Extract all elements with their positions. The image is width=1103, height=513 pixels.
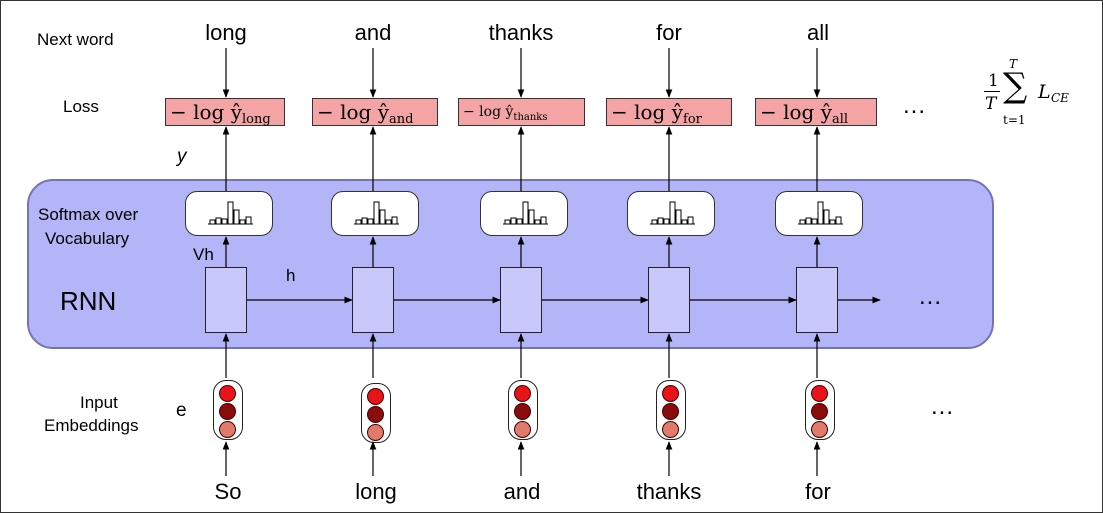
vh-label: Vh [193,245,214,264]
y-label: y [177,146,187,167]
softmax-box [331,191,419,236]
embedding-unit [367,406,384,423]
next-word: for [656,20,682,45]
sum-lower-limit: t=1 [1003,113,1026,127]
histogram-icon [332,200,418,226]
histogram-icon [186,200,272,226]
embedding-unit [514,385,531,402]
input-word: and [503,479,541,504]
loss-term: − log ŷlong [165,98,285,127]
softmax-box [185,191,273,236]
loss-term: − log ŷfor [606,98,732,127]
formula-denominator: T [985,94,997,114]
next-word: all [806,20,830,45]
histogram-icon [481,200,567,226]
sum-symbol: ∑ [1003,66,1028,106]
embedding-unit [811,403,828,420]
rnn-label: RNN [60,286,117,316]
next-word: long [205,20,247,45]
embedding-vector [805,380,835,440]
input-word: for [805,479,831,504]
h-label: h [286,266,296,285]
rnn-cell [205,267,247,333]
sum-upper-limit: T [1009,57,1018,71]
rnn-ellipsis: ... [919,283,943,310]
embedding-unit [514,421,531,438]
rnn-cell [796,267,838,333]
fraction-bar [984,91,1000,92]
loss-ellipsis: ... [903,92,927,119]
embedding-unit [811,385,828,402]
embedding-unit [811,421,828,438]
input-label-line1: Input [80,393,118,412]
softmax-box [627,191,715,236]
embedding-unit [662,421,679,438]
loss-term: − log ŷthanks [458,98,585,126]
histogram-icon [776,200,862,226]
input-word: So [214,479,242,504]
loss-term: − log ŷand [312,98,438,127]
embedding-unit [219,403,236,420]
input-ellipsis: ... [931,393,955,420]
next-word: and [354,20,392,45]
formula-numerator: 1 [988,71,999,91]
input-word: long [355,479,397,504]
average-loss-formula: 1 T T ∑ t=1 L CE [982,57,1092,127]
loss-term: − log ŷall [755,98,877,127]
loss-label: Loss [63,97,99,116]
embedding-unit [367,424,384,441]
embedding-vector [361,383,391,443]
loss-term-subscript: CE [1051,91,1069,105]
softmax-box [775,191,863,236]
embedding-unit [367,388,384,405]
embedding-unit [219,385,236,402]
embedding-vector [656,380,686,440]
softmax-label-line1: Softmax over [38,205,139,224]
input-word: thanks [636,479,702,504]
embedding-vector [508,380,538,440]
e-label: e [176,400,187,421]
embedding-unit [219,421,236,438]
embedding-unit [662,385,679,402]
softmax-label-line2: Vocabulary [45,229,130,248]
embedding-vector [213,380,243,440]
histogram-icon [628,200,714,226]
next-word-label: Next word [37,30,114,49]
softmax-box [480,191,568,236]
embedding-unit [662,403,679,420]
next-word: thanks [488,20,554,45]
input-label-line2: Embeddings [44,416,139,435]
rnn-cell [352,267,394,333]
loss-term-symbol: L [1038,81,1051,103]
embedding-unit [514,403,531,420]
